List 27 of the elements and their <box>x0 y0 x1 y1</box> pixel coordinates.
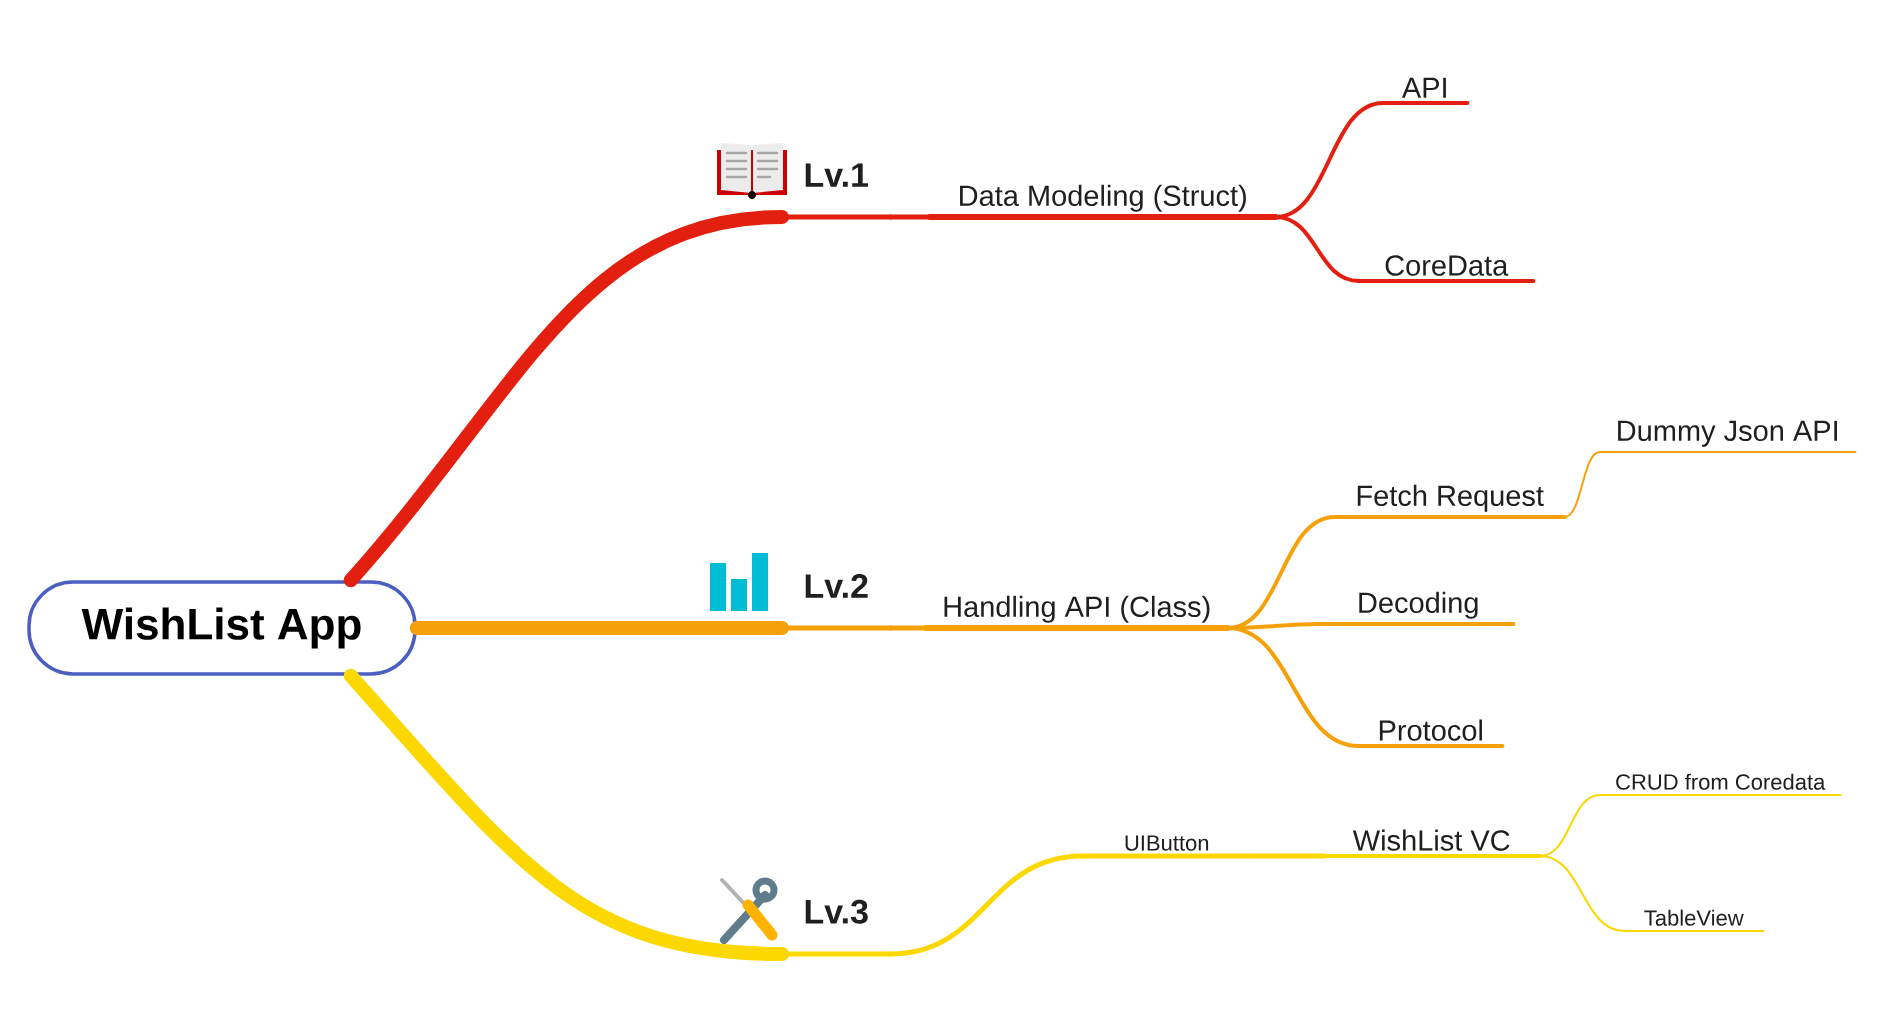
topic-label: TableView <box>1623 909 1765 932</box>
level-heading: Lv.2 <box>779 574 893 631</box>
topic-label: UIButton <box>1080 835 1253 859</box>
branch-line <box>887 214 933 220</box>
topic-label: Decoding <box>1321 591 1516 626</box>
branch-line <box>1247 853 1326 859</box>
branch-line <box>1273 215 1361 283</box>
branch-line <box>409 621 789 635</box>
topic-label: Fetch Request <box>1333 484 1567 519</box>
branch-line <box>343 668 789 961</box>
topic-label: Handling API (Class) <box>923 595 1231 631</box>
branch-line <box>887 853 1086 957</box>
topic-label: Dummy Json API <box>1599 420 1857 453</box>
topic-label: Data Modeling (Struct) <box>927 184 1279 220</box>
level-heading: Lv.1 <box>779 163 893 220</box>
branch-line <box>343 210 789 588</box>
topic-label: CRUD from Coredata <box>1599 773 1842 796</box>
topic-label: CoreData <box>1357 255 1536 283</box>
branch-line <box>887 625 929 631</box>
topic-label: API <box>1381 77 1470 105</box>
root-topic: WishList App <box>27 580 417 676</box>
level-heading: Lv.3 <box>779 899 893 957</box>
branch-line <box>1225 626 1361 748</box>
topic-label: Protocol <box>1357 719 1505 748</box>
topic-label: WishList VC <box>1321 829 1543 858</box>
branch-line <box>1539 855 1625 932</box>
branch-line <box>1563 451 1601 518</box>
